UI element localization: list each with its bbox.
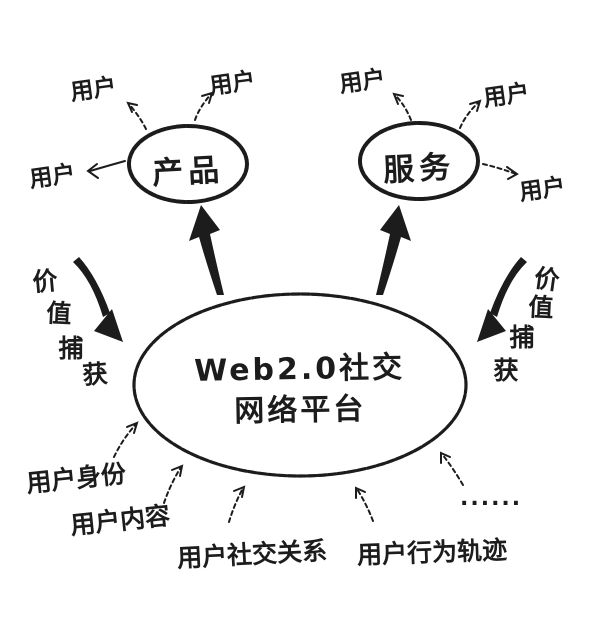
arrow-behavior-to-center <box>356 488 374 522</box>
arrowhead-product-user-topright <box>201 91 214 104</box>
arrow-value-capture-right-head <box>477 309 506 342</box>
arrowhead-identity <box>126 421 139 434</box>
arrow-social-to-center <box>228 487 244 523</box>
bottom-label-user-behavior: 用户行为轨迹 <box>356 535 508 570</box>
arrow-product-to-user-topleft <box>128 103 147 130</box>
service-ellipse <box>358 121 480 201</box>
value-capture-left-char-3: 捕 <box>58 334 84 363</box>
arrowhead-service-user-topleft <box>392 92 404 105</box>
arrowhead-product-user-left <box>86 163 99 179</box>
user-label-product-top-right: 用户 <box>207 67 258 101</box>
center-platform-ellipse <box>132 292 468 478</box>
arrow-value-capture-left-shaft <box>73 257 110 317</box>
arrowhead-ellipsis <box>440 451 451 464</box>
arrow-value-capture-right-shaft <box>490 257 527 317</box>
arrowhead-behavior <box>355 486 366 499</box>
arrow-product-to-user-topright <box>194 93 212 121</box>
center-platform-label: Web2.0社交 网络平台 <box>189 347 410 433</box>
arrowhead-social <box>233 485 246 498</box>
user-label-product-top-left: 用户 <box>68 73 119 107</box>
product-node-label: 产品 <box>151 152 226 192</box>
arrowhead-product-user-topleft <box>126 101 138 113</box>
arrowhead-service-user-topright <box>469 99 482 112</box>
arrow-ellipsis-to-center <box>441 453 464 486</box>
value-capture-right-char-4: 获 <box>493 356 519 385</box>
arrow-value-capture-left-head <box>94 309 123 342</box>
arrow-service-to-user-right <box>482 163 517 175</box>
value-capture-left-char-4: 获 <box>81 358 109 391</box>
user-label-service-top-right: 用户 <box>481 79 532 113</box>
service-node-label: 服务 <box>382 149 457 189</box>
arrow-center-to-service <box>376 205 411 295</box>
center-platform-label-line1: Web2.0社交 <box>193 350 406 389</box>
user-label-service-right: 用户 <box>517 173 568 207</box>
arrow-identity-to-center <box>113 423 137 458</box>
user-label-service-top-left: 用户 <box>337 65 388 99</box>
arrowhead-content <box>171 464 184 477</box>
bottom-label-ellipsis: ...... <box>460 486 523 511</box>
arrow-product-to-user-left <box>89 160 126 172</box>
value-capture-right-char-3: 捕 <box>509 323 535 352</box>
arrow-center-to-product <box>189 205 224 295</box>
center-platform-label-line2: 网络平台 <box>234 391 367 430</box>
arrow-content-to-center <box>163 466 182 504</box>
value-capture-left-char-2: 值 <box>45 298 73 329</box>
user-label-product-left: 用户 <box>27 160 78 194</box>
arrow-service-to-user-topright <box>459 101 480 129</box>
product-ellipse <box>127 124 249 204</box>
arrowhead-service-user-right <box>506 166 519 180</box>
arrow-service-to-user-topleft <box>394 94 412 121</box>
